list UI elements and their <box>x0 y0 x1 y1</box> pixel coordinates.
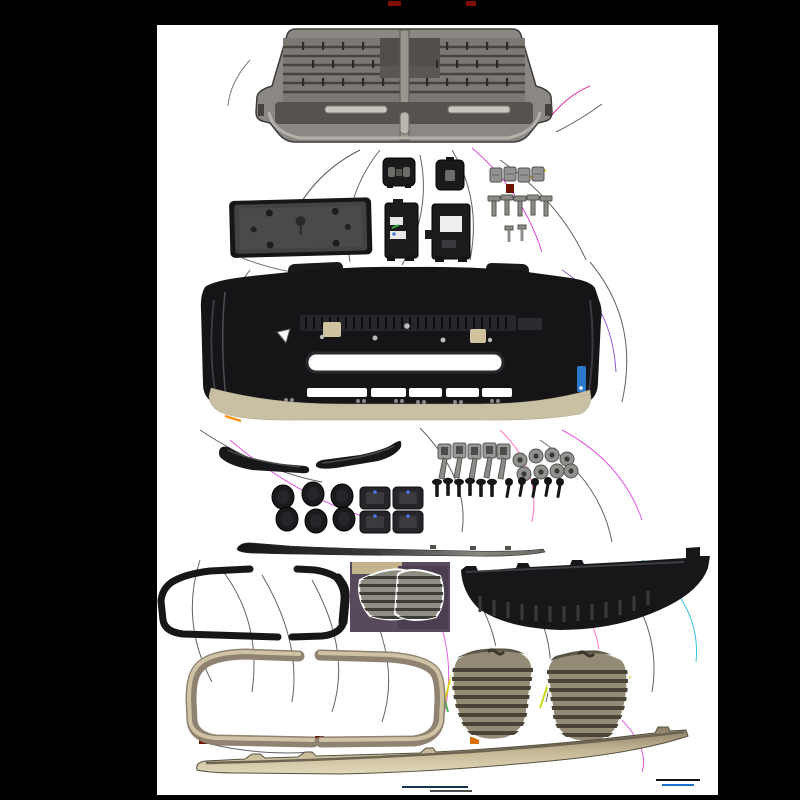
small-bolts <box>504 224 527 242</box>
swirl-path <box>209 743 313 754</box>
chrome-lower-lip <box>196 726 689 775</box>
license-plate-bracket <box>229 197 373 258</box>
front-bumper <box>200 262 602 421</box>
fog-mesh-card <box>350 562 450 632</box>
swirl-path <box>221 569 255 693</box>
trim-blade-left <box>219 446 310 474</box>
speck <box>388 1 401 6</box>
clip-small-right <box>435 157 465 191</box>
swirl-path <box>555 103 603 133</box>
trim-blade-right <box>315 440 402 469</box>
chrome-grille-surround <box>185 648 446 748</box>
lower-trim-blade <box>236 542 546 557</box>
swirl-path <box>227 59 251 107</box>
swirl-path <box>311 579 340 713</box>
front-grille <box>255 28 553 143</box>
clip-small-left <box>382 157 416 188</box>
mounting-bracket-right <box>425 203 471 262</box>
speck <box>466 1 476 6</box>
line-artifact-layer <box>402 779 700 792</box>
swirl-path <box>561 429 643 521</box>
speck <box>470 737 479 744</box>
speck <box>506 184 514 193</box>
mounting-bracket-left <box>384 199 419 261</box>
swirl-path <box>471 147 543 253</box>
swirl-path <box>589 261 628 403</box>
swirl-path <box>539 683 549 709</box>
fog-lamp-cover-left <box>450 645 535 742</box>
swirl-path <box>224 414 242 423</box>
swirl-path <box>261 574 295 703</box>
surround-outline-black <box>157 565 350 641</box>
lower-diffuser <box>461 547 710 630</box>
